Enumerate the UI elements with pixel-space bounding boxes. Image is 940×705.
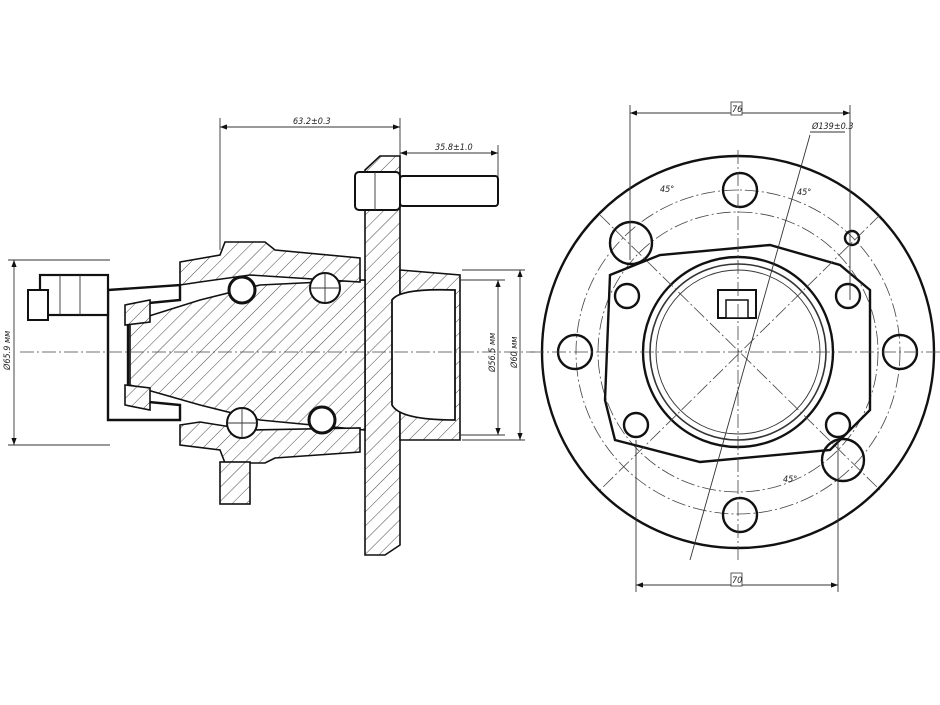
angle-label: 45°	[783, 475, 797, 485]
hub-flange	[364, 155, 401, 556]
angle-label: 45°	[797, 188, 811, 198]
dimension-bolt-circle: Ø139±0.3	[811, 121, 853, 132]
bearing-balls	[226, 272, 341, 439]
dimension-sensor-diameter: Ø65.9 мм	[2, 331, 13, 371]
dimension-overall-length: 63.2±0.3	[293, 117, 331, 127]
front-view: 76 Ø139±0.3 45° 45° 45° 70	[530, 101, 940, 592]
wheel-stud-head	[354, 171, 401, 211]
section-view: 63.2±0.3 35.8±1.0	[2, 117, 535, 556]
sensor-connector	[27, 273, 110, 321]
dimension-width-bottom: 70	[732, 576, 742, 586]
mounting-lug	[219, 461, 251, 505]
bearing-outer-ring-top	[179, 241, 361, 286]
hub-spindle	[129, 279, 366, 431]
angle-label: 45°	[660, 185, 674, 195]
dimension-pilot-diameter: Ø56.5 мм	[487, 333, 498, 373]
dimension-stud-length: 35.8±1.0	[435, 143, 473, 153]
hub-bore	[391, 288, 456, 421]
wheel-bolt-holes	[556, 171, 919, 534]
mounting-plate	[603, 243, 872, 464]
wheel-stud	[399, 175, 499, 207]
dimension-width-top: 76	[732, 105, 742, 115]
dimension-bore-diameter: Ø60 мм	[509, 337, 520, 369]
